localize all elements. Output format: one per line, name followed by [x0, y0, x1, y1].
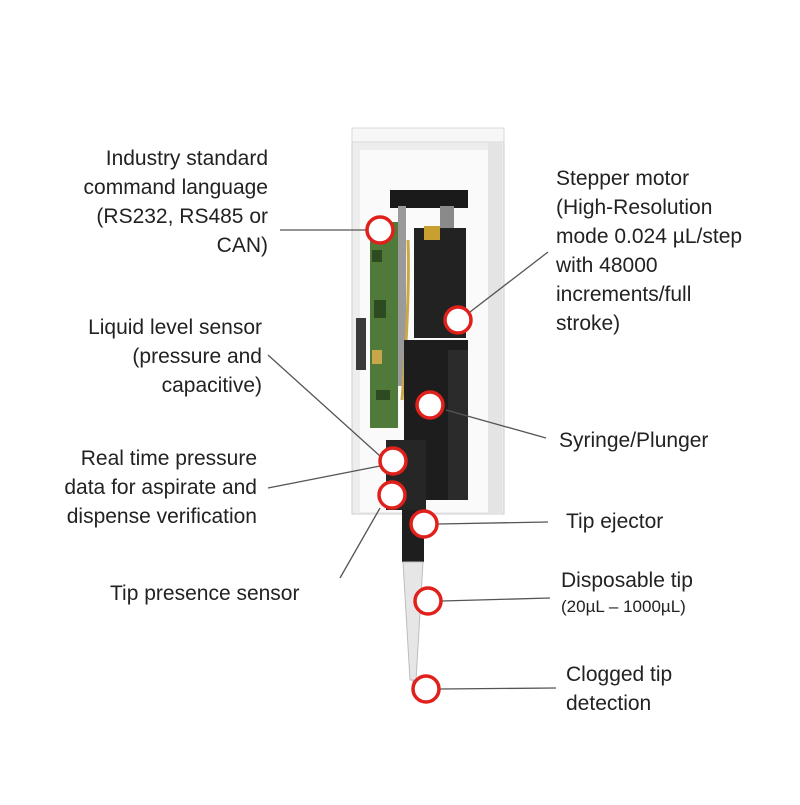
label-line: (High-Resolution	[556, 196, 713, 219]
marker-pressure-data	[377, 480, 407, 510]
label-line: data for aspirate and	[64, 476, 257, 499]
label-tip-range: (20µL – 1000µL)	[561, 597, 686, 616]
label-line: Syringe/Plunger	[559, 429, 709, 452]
label-syringe: Syringe/Plunger	[559, 426, 708, 455]
label-line: Stepper motor	[556, 167, 690, 190]
label-line: capacitive)	[161, 374, 262, 397]
callout-markers	[365, 215, 473, 704]
label-stepper-motor: Stepper motor (High-Resolution mode 0.02…	[556, 164, 742, 338]
label-line: mode 0.024 µL/step	[556, 225, 743, 248]
label-pressure-data: Real time pressure data for aspirate and…	[64, 444, 257, 531]
label-line: with 48000	[556, 254, 658, 277]
marker-liquid-level	[378, 446, 408, 476]
label-line: Clogged tip	[566, 663, 673, 686]
label-clogged-tip: Clogged tip detection	[566, 660, 672, 718]
label-line: dispense verification	[66, 505, 257, 528]
label-line: command language	[83, 176, 268, 199]
label-line: (pressure and	[132, 345, 262, 368]
leader-clogged-tip	[439, 687, 557, 690]
label-liquid-level: Liquid level sensor (pressure and capaci…	[88, 313, 262, 400]
marker-command-language	[365, 215, 395, 245]
label-disposable-tip: Disposable tip (20µL – 1000µL)	[561, 566, 693, 619]
label-line: Tip ejector	[566, 510, 664, 533]
leader-stepper-motor	[469, 251, 549, 313]
marker-syringe	[415, 390, 445, 420]
marker-stepper-motor	[443, 305, 473, 335]
label-line: stroke)	[556, 312, 621, 335]
label-line: Real time pressure	[80, 447, 257, 470]
marker-disposable-tip	[413, 586, 443, 616]
marker-clogged-tip	[411, 674, 441, 704]
leader-liquid-level	[267, 354, 381, 457]
leader-syringe	[445, 409, 547, 439]
marker-tip-ejector	[409, 509, 439, 539]
label-command-language: Industry standard command language (RS23…	[84, 144, 268, 260]
label-line: CAN)	[216, 234, 268, 257]
label-line: Liquid level sensor	[88, 316, 262, 339]
pcb-board	[356, 222, 398, 428]
label-line: detection	[566, 692, 652, 715]
label-line: Industry standard	[105, 147, 268, 170]
leader-tip-ejector	[437, 521, 549, 525]
label-tip-presence: Tip presence sensor	[110, 579, 299, 608]
label-tip-ejector: Tip ejector	[566, 507, 663, 536]
leader-disposable-tip	[441, 597, 551, 602]
leader-lines	[267, 229, 557, 690]
label-line: increments/full	[556, 283, 692, 306]
leader-tip-presence	[339, 507, 381, 579]
label-line: Tip presence sensor	[110, 582, 300, 605]
label-line: (RS232, RS485 or	[96, 205, 268, 228]
leader-pressure-data	[267, 465, 381, 489]
label-line: Disposable tip	[561, 569, 693, 592]
